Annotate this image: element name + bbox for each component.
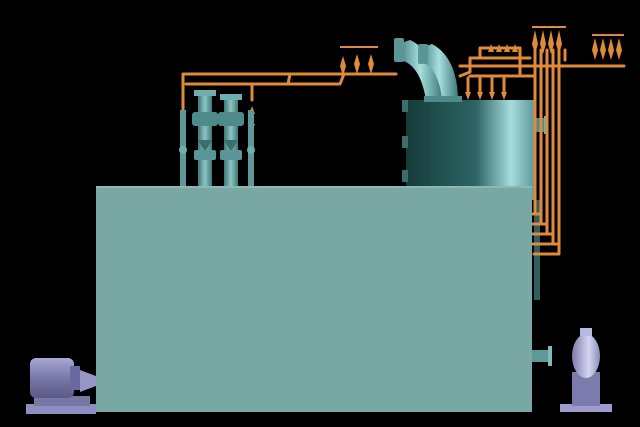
pressure-vessel (402, 100, 548, 300)
motor (26, 358, 96, 414)
feed-pump (560, 328, 612, 412)
valve-manifold (179, 90, 255, 188)
main-tank (96, 186, 552, 412)
elbow-pipes (394, 38, 462, 102)
